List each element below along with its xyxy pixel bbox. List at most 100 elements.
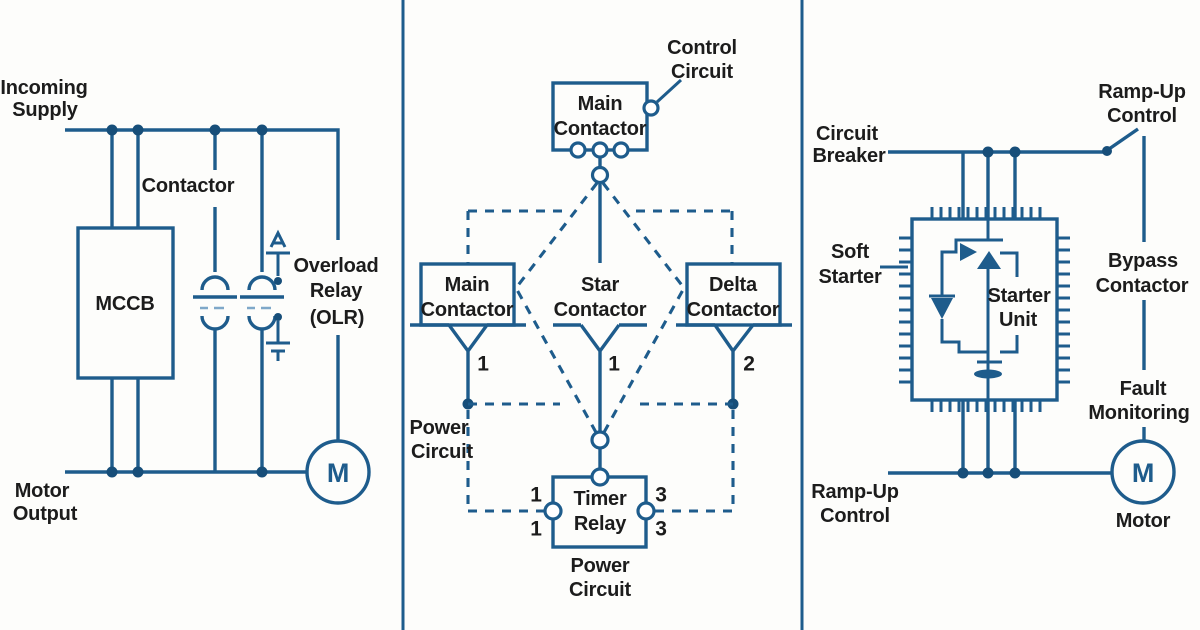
timer-left-terminal xyxy=(543,501,563,521)
scr-up-triangle-icon xyxy=(977,251,1001,269)
olr-arrow-up-icon xyxy=(269,229,287,248)
motor-output-label: Output xyxy=(13,503,78,525)
switch-pivot-dot xyxy=(1102,146,1112,156)
overload-relay-label: Overload xyxy=(293,255,378,277)
dashed-diamond-left xyxy=(514,182,600,437)
timer-relay-label: Relay xyxy=(574,513,627,535)
overload-relay-label: Relay xyxy=(310,280,363,302)
main-contactor-bracket xyxy=(410,323,526,400)
control-circuit-leader-line xyxy=(655,78,683,104)
chip-pins-left xyxy=(899,236,912,384)
timer-terminal-number: 1 xyxy=(530,518,542,541)
scr-gate-arrow-icon xyxy=(960,243,977,261)
soft-starter-label: Starter xyxy=(818,266,881,288)
fault-monitoring-label: Fault xyxy=(1120,378,1167,400)
soft-starter-label: Soft xyxy=(831,241,870,263)
control-circuit-label: Control xyxy=(667,37,737,59)
timer-terminal-number: 3 xyxy=(655,484,666,507)
right-bracket-lower xyxy=(1000,335,1019,354)
junction-dot xyxy=(106,466,118,478)
motor-circle xyxy=(1110,439,1176,505)
control-circuit-terminal xyxy=(642,99,660,117)
contactor-pole-2 xyxy=(240,130,284,472)
mccb-label: MCCB xyxy=(95,293,154,315)
ramp-up-control-bottom-label: Control xyxy=(820,505,890,527)
timer-relay-label: Timer xyxy=(573,488,627,510)
timer-terminal-number: 1 xyxy=(530,484,542,507)
left-panel-dol: M Incoming Supply Contactor MCCB Overloa… xyxy=(0,77,378,525)
contactor-terminal xyxy=(569,141,587,159)
olr-bottom-tbar xyxy=(266,321,290,361)
supply-bus-wire xyxy=(65,128,340,240)
terminal-number: 1 xyxy=(477,353,489,376)
overload-relay-label: (OLR) xyxy=(310,307,365,329)
main-contactor-label: Main xyxy=(445,274,490,296)
ramp-up-control-top-label: Control xyxy=(1107,105,1177,127)
diode-branch-lower-wire xyxy=(940,319,988,354)
power-circuit-bottom-label: Power xyxy=(570,555,629,577)
junction-dot xyxy=(132,124,144,136)
motor-circle xyxy=(305,439,371,505)
left-panel-labels: Incoming Supply Contactor MCCB Overload … xyxy=(0,77,378,525)
delta-contactor-label: Delta xyxy=(709,274,758,296)
main-contactor-box xyxy=(419,262,516,327)
bottom-contact-ellipse xyxy=(974,369,1002,379)
fault-monitoring-label: Monitoring xyxy=(1088,402,1189,424)
ramp-up-control-bottom-label: Ramp-Up xyxy=(811,481,899,503)
star-contactor-label: Star xyxy=(581,274,620,296)
control-circuit-label: Circuit xyxy=(671,61,733,83)
junction-dot xyxy=(982,467,994,479)
diode-down-triangle-icon xyxy=(931,298,953,319)
chip-pins-bottom xyxy=(930,400,1042,412)
olr-top-tbar xyxy=(266,251,290,276)
right-panel-labels: Ramp-Up Control Circuit Breaker Soft Sta… xyxy=(811,81,1190,532)
timer-right-terminal xyxy=(636,501,656,521)
power-circuit-left-label: Circuit xyxy=(411,441,473,463)
junction-dot xyxy=(106,124,118,136)
main-contactor-top-label: Contactor xyxy=(554,118,647,140)
star-contactor-label: Contactor xyxy=(554,299,647,321)
node-terminal xyxy=(590,165,610,185)
junction-dot xyxy=(957,467,969,479)
pole1-lower-contact-arc xyxy=(200,315,230,331)
delta-contactor-label: Contactor xyxy=(687,299,780,321)
circuit-breaker-label: Circuit xyxy=(816,123,878,145)
circuit-breaker-label: Breaker xyxy=(812,145,886,167)
pole2-lower-contact-arc xyxy=(247,315,277,331)
incoming-supply-label: Incoming xyxy=(0,77,87,99)
timer-terminal-number: 3 xyxy=(655,518,666,541)
pole2-upper-contact-arc xyxy=(247,275,277,291)
chip-input-wires xyxy=(961,152,1017,219)
middle-panel-labels: Control Circuit Main Contactor Main Cont… xyxy=(409,37,779,601)
right-bracket-upper xyxy=(1000,251,1019,277)
timer-top-terminal xyxy=(590,467,610,487)
node-terminal xyxy=(590,430,610,450)
ramp-up-switch-blade xyxy=(1108,127,1139,151)
starter-unit-label: Starter xyxy=(987,285,1050,307)
overload-relay-symbol xyxy=(266,229,290,361)
contactor-terminal xyxy=(591,141,609,159)
bypass-contactor-label: Bypass xyxy=(1108,250,1178,272)
contactor-label: Contactor xyxy=(142,175,235,197)
motor-label: Motor xyxy=(1116,510,1171,532)
dashed-diamond-right xyxy=(600,182,686,437)
diode-branch-upper-wire xyxy=(940,238,975,296)
motor-m-label: M xyxy=(327,458,349,488)
starter-unit-internals xyxy=(929,219,1019,400)
right-panel-soft-starter: M Ramp-Up Control Circuit Breaker Soft S… xyxy=(811,81,1190,532)
olr-top-dot xyxy=(274,277,282,285)
main-contactor-label: Contactor xyxy=(421,299,514,321)
bypass-contactor-label: Contactor xyxy=(1096,275,1189,297)
motor-m-label: M xyxy=(1132,458,1154,488)
main-contactor-top-label: Main xyxy=(578,93,623,115)
pole1-upper-contact-arc xyxy=(200,275,230,291)
junction-dot xyxy=(256,466,268,478)
junction-dot xyxy=(256,124,268,136)
mccb-box xyxy=(76,226,175,380)
motor-output-label: Motor xyxy=(15,480,70,502)
olr-bottom-dot xyxy=(274,313,282,321)
incoming-supply-label: Supply xyxy=(12,99,79,121)
junction-dot xyxy=(132,466,144,478)
power-circuit-bottom-label: Circuit xyxy=(569,579,631,601)
